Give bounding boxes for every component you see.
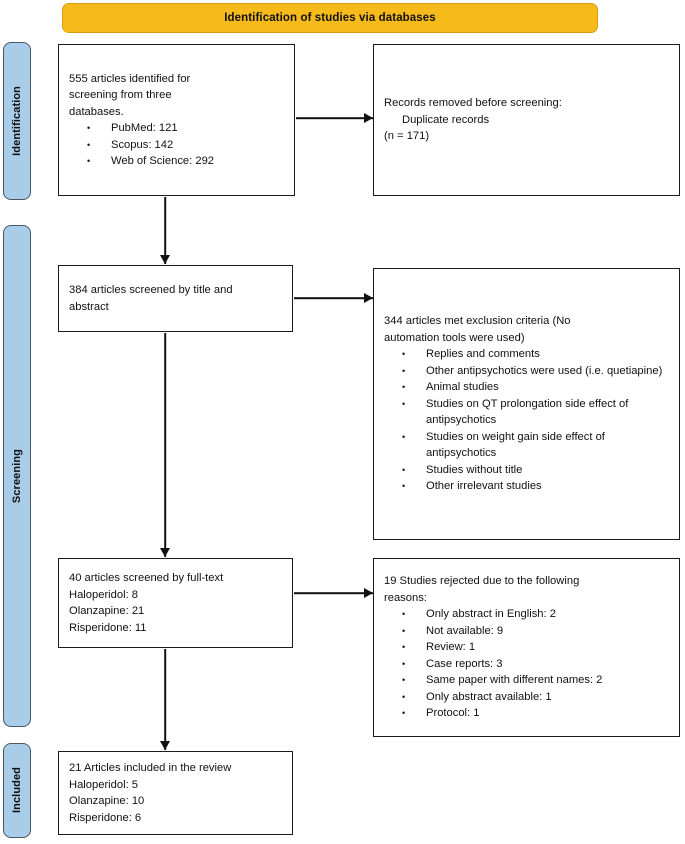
arrow-down-icon xyxy=(158,197,172,264)
list-item: Scopus: 142 xyxy=(69,136,284,153)
box-studies-included: 21 Articles included in the review Halop… xyxy=(58,751,293,835)
box-fulltext-screened: 40 articles screened by full-text Halope… xyxy=(58,558,293,648)
box-text-line: Risperidone: 6 xyxy=(69,811,142,824)
list-item: Review: 1 xyxy=(384,638,669,655)
box-text-line: abstract xyxy=(69,300,109,313)
box-text-line: Haloperidol: 5 xyxy=(69,778,139,791)
list-item: Case reports: 3 xyxy=(384,655,669,672)
box-records-identified: 555 articles identified for screening fr… xyxy=(58,44,295,196)
box-text-line: Olanzapine: 21 xyxy=(69,605,145,617)
list-item: Other antipsychotics were used (i.e. que… xyxy=(384,362,669,379)
list-item: Studies on weight gain side effect of an… xyxy=(384,428,669,462)
box-text-line: screening from three xyxy=(69,89,172,101)
box-text-line: 384 articles screened by title and xyxy=(69,284,233,296)
database-source-list: PubMed: 121 Scopus: 142 Web of Science: … xyxy=(69,119,284,169)
arrow-down-icon xyxy=(158,649,172,750)
box-records-screened: 384 articles screened by title and abstr… xyxy=(58,265,293,332)
box-text-line: Duplicate records xyxy=(402,113,490,126)
box-text-line: Risperidone: 11 xyxy=(69,621,147,634)
stage-label-screening: Screening xyxy=(3,225,31,727)
box-text-line: (n = 171) xyxy=(384,130,430,143)
box-text-line: databases. xyxy=(69,105,124,118)
stage-label-included-text: Included xyxy=(11,767,23,814)
box-text-line: Olanzapine: 10 xyxy=(69,795,145,807)
stage-label-screening-text: Screening xyxy=(11,448,23,504)
box-text-line: 21 Articles included in the review xyxy=(69,762,232,774)
box-text-line: automation tools were used) xyxy=(384,331,525,344)
identification-banner-label: Identification of studies via databases xyxy=(224,12,436,24)
arrow-down-icon xyxy=(158,333,172,557)
box-text-line: Haloperidol: 8 xyxy=(69,588,139,601)
list-item: Studies on QT prolongation side effect o… xyxy=(384,395,669,429)
exclusion-criteria-list: Replies and comments Other antipsychotic… xyxy=(384,345,669,494)
list-item: Only abstract in English: 2 xyxy=(384,605,669,622)
stage-label-identification: Identification xyxy=(3,42,31,200)
stage-label-included: Included xyxy=(3,743,31,838)
arrow-right-icon xyxy=(294,291,373,305)
box-records-removed: Records removed before screening: Duplic… xyxy=(373,44,680,196)
list-item: Protocol: 1 xyxy=(384,704,669,721)
box-text-line: 344 articles met exclusion criteria (No xyxy=(384,315,571,328)
box-text-line: reasons: xyxy=(384,591,427,604)
identification-banner: Identification of studies via databases xyxy=(62,3,598,33)
box-text-line: Records removed before screening: xyxy=(384,97,562,110)
box-text-line: 555 articles identified for xyxy=(69,72,191,85)
arrow-right-icon xyxy=(294,586,373,600)
box-studies-rejected: 19 Studies rejected due to the following… xyxy=(373,558,680,737)
stage-label-identification-text: Identification xyxy=(11,86,23,156)
list-item: Web of Science: 292 xyxy=(69,152,284,169)
rejection-reason-list: Only abstract in English: 2 Not availabl… xyxy=(384,605,669,721)
list-item: Other irrelevant studies xyxy=(384,477,669,494)
box-text-line: 19 Studies rejected due to the following xyxy=(384,575,580,588)
arrow-right-icon xyxy=(296,111,373,125)
box-records-excluded: 344 articles met exclusion criteria (No … xyxy=(373,268,680,540)
box-text-line: 40 articles screened by full-text xyxy=(69,572,224,584)
list-item: Animal studies xyxy=(384,378,669,395)
list-item: PubMed: 121 xyxy=(69,119,284,136)
list-item: Not available: 9 xyxy=(384,622,669,639)
list-item: Same paper with different names: 2 xyxy=(384,671,669,688)
list-item: Only abstract available: 1 xyxy=(384,688,669,705)
list-item: Studies without title xyxy=(384,461,669,478)
list-item: Replies and comments xyxy=(384,345,669,362)
